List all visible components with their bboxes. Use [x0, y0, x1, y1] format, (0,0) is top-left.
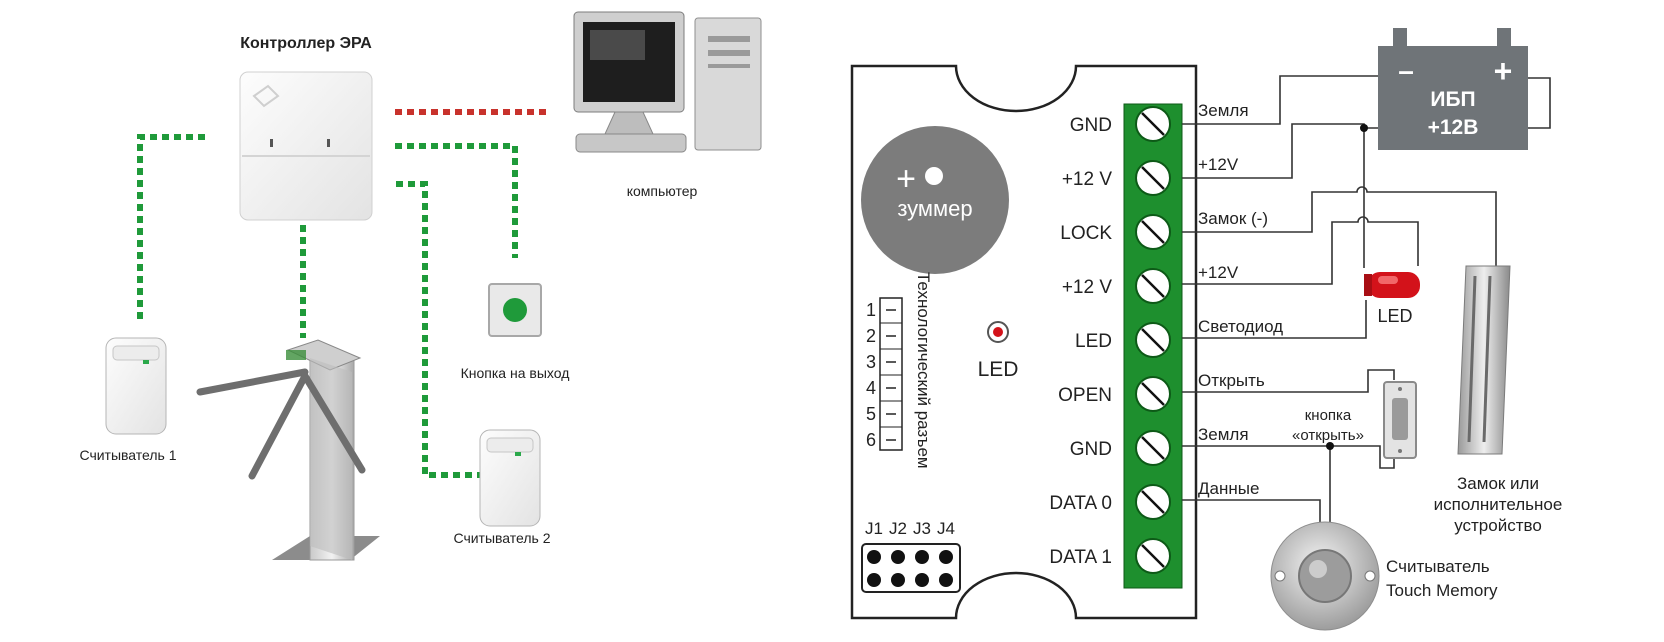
- wire-12v-lock: [1182, 216, 1419, 285]
- jumper-label: J4: [937, 519, 955, 538]
- tech-pin-label: 3: [866, 352, 876, 372]
- buzzer-plus: +: [896, 160, 916, 198]
- right-wiring-diagram: + зуммер 1 2 3 4 5 6 Технологический разъем J…: [850, 28, 1563, 631]
- wire-gnd2: [1182, 445, 1395, 469]
- reader1-label: Считыватель 1: [79, 447, 176, 463]
- wire-label: Земля: [1198, 101, 1249, 120]
- jumper-pin: [891, 573, 905, 587]
- terminal-label: +12 V: [1062, 169, 1113, 190]
- tech-pin-label: 2: [866, 326, 876, 346]
- terminal-label: LOCK: [1060, 223, 1112, 244]
- terminal-4: +12 V: [1062, 268, 1171, 304]
- jumper-pin: [891, 550, 905, 564]
- turnstile-device: [196, 339, 380, 561]
- board-led-icon: [993, 327, 1003, 337]
- terminal-7: GND: [1070, 430, 1171, 466]
- ups-minus: –: [1398, 55, 1414, 86]
- wire-data: [1182, 499, 1321, 528]
- buzzer: + зуммер: [861, 126, 1009, 274]
- external-led: LED: [1364, 272, 1420, 326]
- wire-gnd: [1182, 75, 1378, 125]
- wire-label: Земля: [1198, 425, 1249, 444]
- wire-label: Открыть: [1198, 371, 1265, 390]
- terminal-3: LOCK: [1060, 214, 1171, 250]
- terminal-label: LED: [1075, 331, 1112, 352]
- terminal-5: LED: [1075, 322, 1171, 358]
- reader-label-2: Touch Memory: [1386, 581, 1498, 600]
- jumper-label: J2: [889, 519, 907, 538]
- terminal-2: +12 V: [1062, 160, 1171, 196]
- terminal-label: GND: [1070, 115, 1112, 136]
- tech-pin-label: 1: [866, 300, 876, 320]
- wire-lock: [1182, 186, 1497, 266]
- exit-button-device: [488, 283, 542, 337]
- wire-label: Светодиод: [1198, 317, 1283, 336]
- board-led-label: LED: [978, 358, 1019, 381]
- tech-pin-label: 5: [866, 404, 876, 424]
- connection-lines: [137, 109, 550, 478]
- electromagnetic-lock: [1457, 265, 1511, 455]
- lock-label-2: исполнительное: [1434, 495, 1563, 514]
- computer-icon: [573, 11, 762, 153]
- jumper-pin: [867, 550, 881, 564]
- terminal-label: GND: [1070, 439, 1112, 460]
- terminal-9: DATA 1: [1049, 538, 1171, 574]
- exit-button-label: Кнопка на выход: [461, 365, 570, 381]
- wires: [1182, 75, 1551, 528]
- wire-label: Замок (-): [1198, 209, 1268, 228]
- jumper-pin: [915, 550, 929, 564]
- terminal-label: DATA 1: [1049, 547, 1112, 568]
- jumper-pin: [939, 550, 953, 564]
- terminal-1: GND: [1070, 106, 1171, 142]
- exit-button-icon: [503, 298, 527, 322]
- left-system-diagram: Контроллер ЭРА компьютер Кнопка на выход…: [79, 11, 762, 561]
- wire-label: +12V: [1198, 155, 1239, 174]
- buzzer-label: зуммер: [897, 196, 972, 221]
- reader1-device: [105, 337, 167, 435]
- reader1-line: [137, 134, 205, 322]
- terminal-label: DATA 0: [1049, 493, 1112, 514]
- reader-label-1: Считыватель: [1386, 557, 1490, 576]
- controller-era: [239, 71, 373, 221]
- wire-label: Данные: [1198, 479, 1259, 498]
- ups-voltage: +12В: [1428, 116, 1479, 139]
- tech-pin-label: 6: [866, 430, 876, 450]
- tech-connector: 1 2 3 4 5 6 Технологический разъем: [866, 272, 933, 469]
- ups-battery: – + ИБП +12В: [1378, 28, 1528, 150]
- lock-label-3: устройство: [1454, 516, 1542, 535]
- wire-label: +12V: [1198, 263, 1239, 282]
- computer-label: компьютер: [627, 183, 698, 199]
- ups-plus: +: [1494, 53, 1513, 89]
- ups-label: ИБП: [1430, 88, 1475, 111]
- jumper-pin: [915, 573, 929, 587]
- terminal-8: DATA 0: [1049, 484, 1171, 520]
- jumper-label: J3: [913, 519, 931, 538]
- terminal-6: OPEN: [1058, 376, 1171, 412]
- touch-memory-reader: [1270, 521, 1380, 631]
- board-led: LED: [978, 321, 1019, 381]
- terminal-label: +12 V: [1062, 277, 1113, 298]
- controller-title: Контроллер ЭРА: [240, 35, 372, 52]
- external-led-label: LED: [1377, 306, 1412, 326]
- reader2-line: [396, 181, 482, 478]
- open-button-label-1: кнопка: [1305, 407, 1352, 424]
- jumper-pin: [939, 573, 953, 587]
- terminal-list: GND +12 V LOCK +12 V LED OPEN GND DATA 0 DATA 1: [1049, 106, 1171, 574]
- exit-button-line: [395, 143, 518, 258]
- jumper-label: J1: [865, 519, 883, 538]
- jumper-block: J1 J2 J3 J4: [861, 519, 961, 593]
- wire-led: [1182, 300, 1367, 339]
- wire-open: [1182, 369, 1395, 393]
- reader2-label: Считыватель 2: [453, 530, 550, 546]
- open-button-label-2: «открыть»: [1292, 427, 1364, 444]
- tech-connector-label: Технологический разъем: [914, 272, 933, 469]
- open-button-device: [1383, 381, 1417, 459]
- tech-pin-label: 4: [866, 378, 876, 398]
- terminal-label: OPEN: [1058, 385, 1112, 406]
- lock-label-1: Замок или: [1457, 474, 1539, 493]
- jumper-pin: [867, 573, 881, 587]
- reader2-device: [479, 429, 541, 527]
